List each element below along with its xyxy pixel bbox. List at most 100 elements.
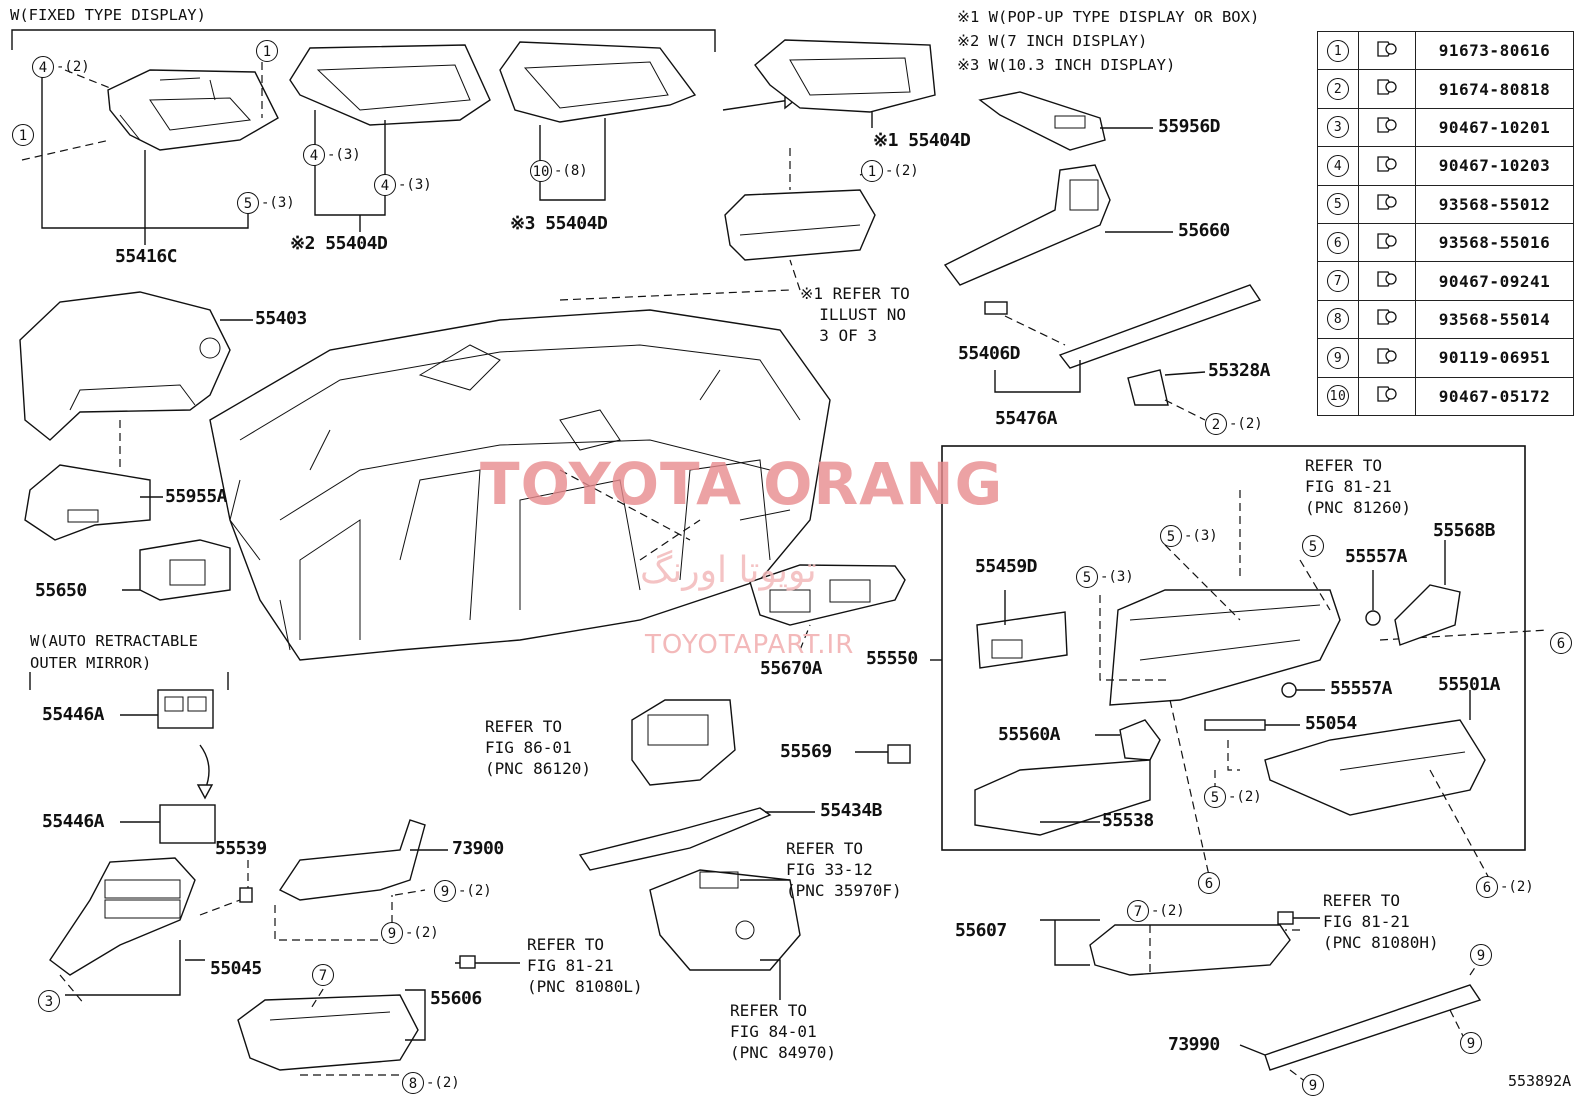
part-label-55568B[interactable]: 55568B [1433, 520, 1496, 541]
legend-number-circle: 6 [1327, 231, 1349, 254]
part-label-55328A[interactable]: 55328A [1208, 360, 1271, 381]
callout[interactable]: 2-(2) [1205, 413, 1263, 435]
callout[interactable]: 9 [1302, 1074, 1324, 1096]
part-label-55446A-a[interactable]: 55446A [42, 704, 105, 725]
callout[interactable]: 3 [38, 990, 60, 1012]
callout-number: 1 [256, 40, 278, 62]
part-55416C-shape [107, 69, 279, 151]
part-label-55670A[interactable]: 55670A [760, 658, 823, 679]
callout[interactable]: 5-(3) [1076, 566, 1134, 588]
legend-row[interactable]: 10 90467-05172 [1317, 376, 1574, 417]
legend-row[interactable]: 6 93568-55016 [1317, 222, 1574, 263]
ref-fig-81-21-H[interactable]: REFER TO FIG 81-21 (PNC 81080H) [1323, 891, 1439, 952]
part-label-55501A[interactable]: 55501A [1438, 674, 1501, 695]
callout-number: 6 [1550, 632, 1572, 654]
part-label-55416C[interactable]: 55416C [115, 246, 178, 267]
part-label-55557A-b[interactable]: 55557A [1330, 678, 1393, 699]
callout[interactable]: 1 [256, 40, 278, 62]
part-label-55539[interactable]: 55539 [215, 838, 267, 859]
fastener-icon [1358, 261, 1416, 301]
callout[interactable]: 4-(3) [303, 144, 361, 166]
legend-part-number[interactable]: 91674-80818 [1415, 69, 1574, 109]
callout-number: 4 [303, 144, 325, 166]
callout-qty: -(2) [56, 59, 90, 75]
part-label-73900[interactable]: 73900 [452, 838, 504, 859]
part-label-55045[interactable]: 55045 [210, 958, 262, 979]
ref-fig-81-21-L[interactable]: REFER TO FIG 81-21 (PNC 81080L) [527, 935, 643, 996]
callout-number: 9 [1460, 1032, 1482, 1054]
part-label-55569[interactable]: 55569 [780, 741, 832, 762]
callout[interactable]: 4-(3) [374, 174, 432, 196]
callout[interactable]: 6-(2) [1476, 876, 1534, 898]
legend-part-number[interactable]: 93568-55014 [1415, 299, 1574, 340]
part-label-55606[interactable]: 55606 [430, 988, 482, 1009]
part-label-73990[interactable]: 73990 [1168, 1034, 1220, 1055]
legend-part-number[interactable]: 90467-10201 [1415, 107, 1574, 148]
ref-fig-86-01[interactable]: REFER TO FIG 86-01 (PNC 86120) [485, 717, 591, 778]
part-label-55550[interactable]: 55550 [866, 648, 918, 669]
callout-qty: -(2) [885, 163, 919, 179]
part-label-55459D[interactable]: 55459D [975, 556, 1038, 577]
callout[interactable]: 7-(2) [1127, 900, 1185, 922]
callout[interactable]: 5-(2) [1204, 786, 1262, 808]
legend-part-number[interactable]: 91673-80616 [1415, 30, 1574, 71]
figure-code: 553892A [1508, 1072, 1572, 1090]
callout[interactable]: 6 [1550, 632, 1572, 654]
callout-qty: -(3) [327, 147, 361, 163]
legend-part-number[interactable]: 90467-05172 [1415, 376, 1574, 417]
part-label-55404D-7inch[interactable]: ※2 55404D [290, 233, 388, 254]
callout[interactable]: 10-(8) [530, 160, 588, 182]
ref-fig-84-01[interactable]: REFER TO FIG 84-01 (PNC 84970) [730, 1001, 836, 1062]
callout[interactable]: 4-(2) [32, 56, 90, 78]
legend-number: 9 [1317, 338, 1359, 378]
part-label-55406D[interactable]: 55406D [958, 343, 1021, 364]
callout[interactable]: 1 [12, 124, 34, 146]
callout[interactable]: 1-(2) [861, 160, 919, 182]
callout[interactable]: 8-(2) [402, 1072, 460, 1094]
ref-fig-33-12[interactable]: REFER TO FIG 33-12 (PNC 35970F) [786, 839, 902, 900]
callout[interactable]: 5-(3) [237, 192, 295, 214]
part-label-55403[interactable]: 55403 [255, 308, 307, 329]
legend-row[interactable]: 9 90119-06951 [1317, 338, 1574, 378]
part-label-55434B[interactable]: 55434B [820, 800, 883, 821]
part-label-55054[interactable]: 55054 [1305, 713, 1357, 734]
callout[interactable]: 9 [1470, 944, 1492, 966]
part-label-55650[interactable]: 55650 [35, 580, 87, 601]
part-label-55538[interactable]: 55538 [1102, 810, 1154, 831]
callout[interactable]: 5 [1302, 535, 1324, 557]
legend-part-number[interactable]: 93568-55016 [1415, 222, 1574, 263]
part-label-55404D-10inch[interactable]: ※3 55404D [510, 213, 608, 234]
legend-number-circle: 10 [1327, 385, 1349, 408]
legend-part-number[interactable]: 90119-06951 [1415, 338, 1574, 378]
callout-number: 5 [1076, 566, 1098, 588]
callout[interactable]: 6 [1198, 872, 1220, 894]
legend-part-number[interactable]: 90467-09241 [1415, 261, 1574, 301]
ref-illust-3of3[interactable]: ※1 REFER TO ILLUST NO 3 OF 3 [800, 284, 910, 345]
callout[interactable]: 9 [1460, 1032, 1482, 1054]
callout[interactable]: 7 [312, 964, 334, 986]
legend-part-number[interactable]: 90467-10203 [1415, 146, 1574, 186]
part-label-55607[interactable]: 55607 [955, 920, 1007, 941]
part-73900-shape [278, 819, 426, 901]
part-label-55404D-popup[interactable]: ※1 55404D [873, 130, 971, 151]
legend-part-number[interactable]: 93568-55012 [1415, 184, 1574, 224]
part-label-55660[interactable]: 55660 [1178, 220, 1230, 241]
ref-fig-81-21-81260[interactable]: REFER TO FIG 81-21 (PNC 81260) [1305, 456, 1411, 517]
part-label-55476A[interactable]: 55476A [995, 408, 1058, 429]
part-label-55446A-b[interactable]: 55446A [42, 811, 105, 832]
part-label-55557A-a[interactable]: 55557A [1345, 546, 1408, 567]
callout[interactable]: 9-(2) [381, 922, 439, 944]
part-label-55955A[interactable]: 55955A [165, 486, 228, 507]
callout[interactable]: 9-(2) [434, 880, 492, 902]
part-label-55956D[interactable]: 55956D [1158, 116, 1221, 137]
callout[interactable]: 5-(3) [1160, 525, 1218, 547]
part-label-55560A[interactable]: 55560A [998, 724, 1061, 745]
